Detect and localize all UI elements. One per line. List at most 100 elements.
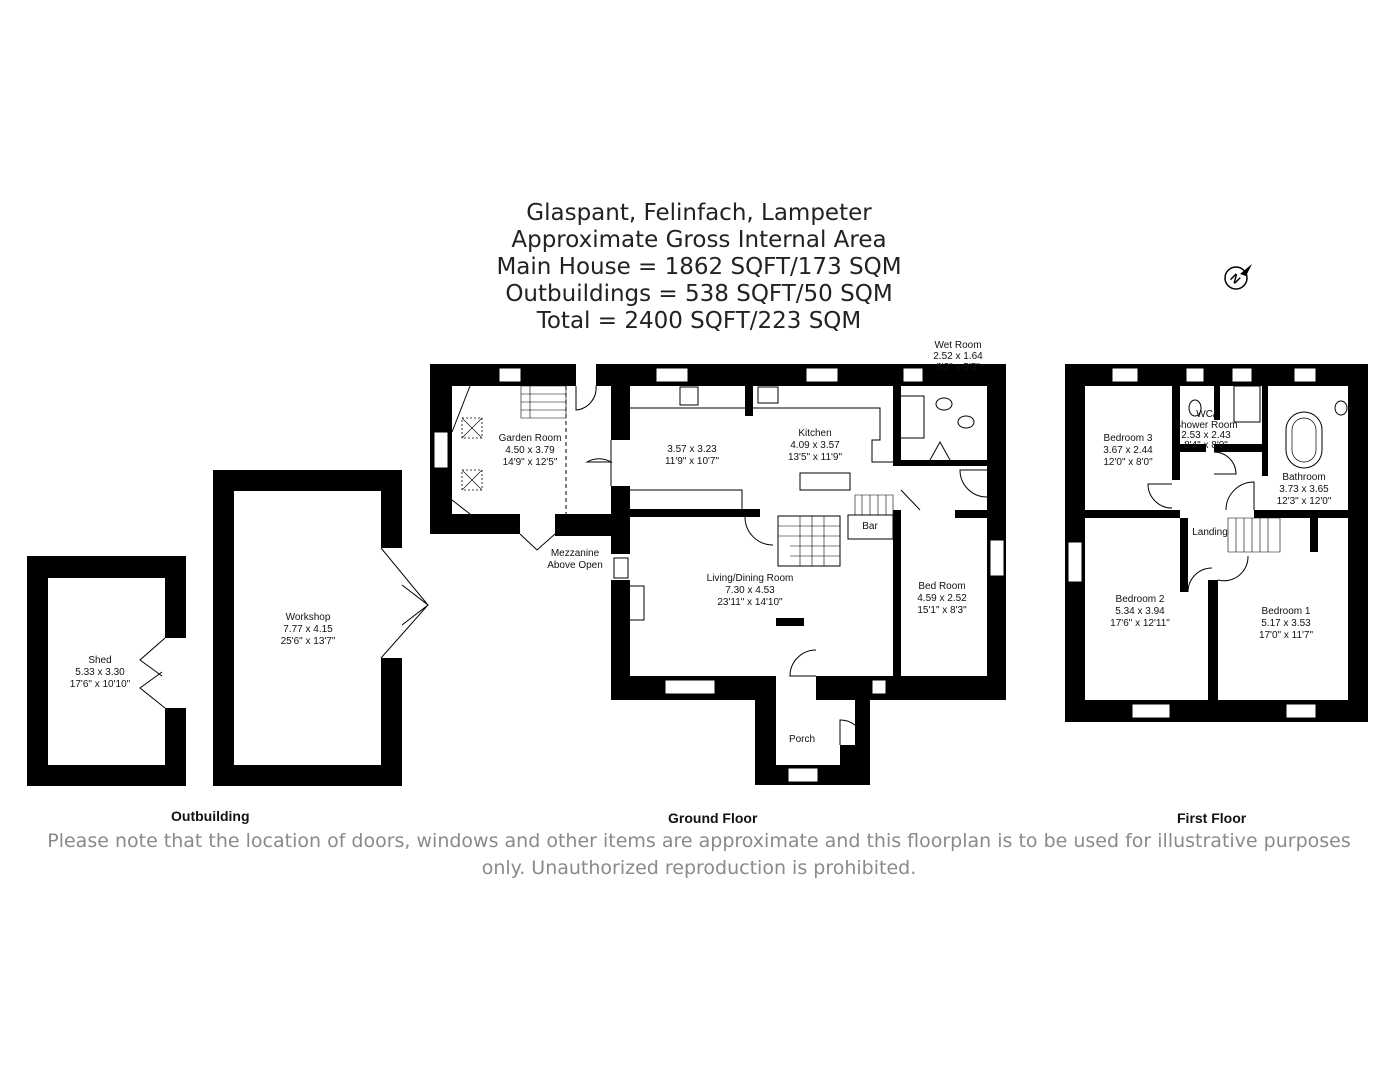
bedroom3-imperial: 12'0" x 8'0" bbox=[1103, 457, 1153, 468]
room-metric: 3.57 x 3.23 bbox=[667, 444, 717, 455]
door-kitchen bbox=[585, 440, 613, 486]
skylight-icon bbox=[461, 469, 483, 491]
interior-wall-wetroom-bottom bbox=[893, 460, 987, 466]
toilet-icon bbox=[957, 415, 975, 429]
garden-room-name: Garden Room bbox=[499, 433, 562, 444]
room-imperial: 11'9" x 10'7" bbox=[665, 456, 720, 467]
kitchen-counter-lower bbox=[630, 489, 743, 509]
interior-wall-bedroom-top bbox=[955, 510, 987, 518]
door-wetroom bbox=[929, 440, 951, 461]
wc-line1: WC/ bbox=[1196, 409, 1216, 420]
bedroom2-metric: 5.34 x 3.94 bbox=[1115, 606, 1165, 617]
workshop-imperial: 25'6" x 13'7" bbox=[281, 636, 336, 647]
bedroom1-name: Bedroom 1 bbox=[1262, 606, 1311, 617]
ground-top-wall bbox=[596, 364, 1006, 500]
wet-room-metric: 2.52 x 1.64 bbox=[933, 351, 983, 362]
door-porch bbox=[789, 649, 817, 677]
title-block: Glaspant, Felinfach, Lampeter Approximat… bbox=[399, 200, 999, 335]
basin-icon bbox=[935, 397, 953, 411]
interior-wall-wetroom bbox=[893, 385, 901, 465]
bar-label: Bar bbox=[862, 521, 878, 532]
bedroom3-metric: 3.67 x 2.44 bbox=[1103, 445, 1153, 456]
shower-tray bbox=[1233, 385, 1261, 423]
interior-wall-porch-stub bbox=[776, 618, 804, 626]
shed-imperial: 17'6" x 10'10" bbox=[70, 679, 131, 690]
landing-label: Landing bbox=[1192, 527, 1228, 538]
door-garden-room bbox=[575, 385, 597, 411]
window bbox=[1067, 541, 1083, 583]
bathroom-metric: 3.73 x 3.65 bbox=[1279, 484, 1329, 495]
workshop-walls bbox=[213, 470, 402, 786]
door-living bbox=[744, 516, 774, 546]
first-floor-staircase bbox=[1227, 517, 1281, 553]
wall-landing-right bbox=[1310, 518, 1318, 552]
workshop-double-door bbox=[380, 547, 429, 659]
garden-room-stairs bbox=[520, 385, 567, 419]
kitchen-counter bbox=[630, 407, 893, 463]
garden-room-angled-wall bbox=[451, 385, 471, 515]
disclaimer-text: Please note that the location of doors, … bbox=[47, 830, 1351, 879]
living-imperial: 23'11" x 14'10" bbox=[717, 597, 783, 608]
wall-bedroom3-right bbox=[1172, 386, 1180, 480]
wall-landing-left bbox=[1180, 518, 1188, 592]
window bbox=[664, 679, 716, 695]
total-area: Total = 2400 SQFT/223 SQM bbox=[536, 308, 862, 334]
workshop-metric: 7.77 x 4.15 bbox=[283, 624, 333, 635]
kitchen-name: Kitchen bbox=[798, 428, 831, 439]
floor-label-outbuilding: Outbuilding bbox=[171, 808, 250, 824]
window bbox=[1111, 367, 1139, 383]
window bbox=[655, 367, 689, 383]
garden-room-metric: 4.50 x 3.79 bbox=[505, 445, 555, 456]
bedroom-ground-metric: 4.59 x 2.52 bbox=[917, 593, 967, 604]
door-wc bbox=[1213, 451, 1237, 475]
living-metric: 7.30 x 4.53 bbox=[725, 585, 775, 596]
bedroom-ground-imperial: 15'1" x 8'3" bbox=[917, 605, 967, 616]
first-floor-plan: Bedroom 3 3.67 x 2.44 12'0" x 8'0" WC/ S… bbox=[1065, 364, 1368, 722]
floor-label-first: First Floor bbox=[1177, 810, 1247, 826]
ground-right-wall-lower bbox=[987, 500, 1006, 700]
window bbox=[1185, 367, 1205, 383]
bedroom1-imperial: 17'0" x 11'7" bbox=[1259, 630, 1314, 641]
shed-walls bbox=[27, 556, 186, 786]
wall-wc-divider bbox=[1214, 384, 1220, 420]
garden-room-walls bbox=[430, 364, 576, 534]
wc-metric: 2.53 x 2.43 bbox=[1181, 430, 1231, 441]
kitchen-island bbox=[799, 472, 851, 491]
door-bed-hall bbox=[900, 489, 921, 511]
bedroom2-name: Bedroom 2 bbox=[1116, 594, 1165, 605]
living-name: Living/Dining Room bbox=[707, 573, 794, 584]
door-bedroom1 bbox=[1217, 555, 1249, 582]
compass-north-icon: N bbox=[1224, 264, 1252, 290]
basin-icon bbox=[1334, 400, 1348, 416]
shed-double-door bbox=[139, 637, 166, 709]
window bbox=[989, 539, 1005, 577]
interior-wall-living-top bbox=[630, 509, 760, 517]
bar-counter bbox=[847, 514, 894, 540]
wall-wc-right bbox=[1262, 386, 1268, 476]
window bbox=[902, 367, 924, 383]
window bbox=[1231, 367, 1253, 383]
bedroom3-name: Bedroom 3 bbox=[1104, 433, 1153, 444]
window bbox=[1293, 367, 1317, 383]
shed-metric: 5.33 x 3.30 bbox=[75, 667, 125, 678]
bathroom-name: Bathroom bbox=[1282, 472, 1325, 483]
living-staircase bbox=[777, 515, 841, 567]
workshop-name: Workshop bbox=[286, 612, 331, 623]
wall-bedroom3-bottom bbox=[1085, 510, 1180, 518]
interior-wall-bedroom bbox=[893, 510, 901, 680]
wall-wc-bottom-right bbox=[1214, 444, 1262, 452]
shower-tray bbox=[897, 395, 925, 439]
bathtub-icon bbox=[1285, 411, 1323, 469]
garden-room-imperial: 14'9" x 12'5" bbox=[503, 457, 558, 468]
window bbox=[805, 367, 839, 383]
hob-icon bbox=[757, 386, 779, 404]
bedroom1-metric: 5.17 x 3.53 bbox=[1261, 618, 1311, 629]
stair-treads bbox=[778, 516, 840, 566]
mezzanine-wall bbox=[555, 514, 611, 536]
shed-building: Shed 5.33 x 3.30 17'6" x 10'10" bbox=[27, 556, 186, 786]
mezzanine-line1: Mezzanine bbox=[551, 548, 600, 559]
bathroom-imperial: 12'3" x 12'0" bbox=[1277, 496, 1332, 507]
bedroom-ground-name: Bed Room bbox=[918, 581, 965, 592]
wc-line2: Shower Room bbox=[1174, 420, 1237, 431]
